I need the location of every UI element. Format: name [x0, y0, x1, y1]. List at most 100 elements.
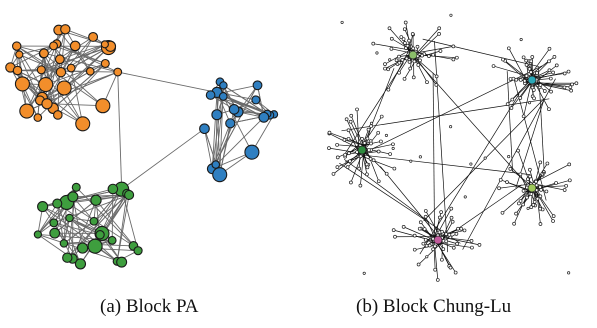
- graph-node: [397, 54, 401, 59]
- graph-node: [574, 81, 579, 86]
- graph-edge: [523, 82, 532, 117]
- graph-edge: [512, 83, 530, 100]
- graph-edge: [121, 189, 139, 251]
- graph-node: [399, 35, 404, 39]
- graph-node: [569, 88, 573, 93]
- graph-node: [524, 58, 529, 63]
- graph-edge: [215, 96, 224, 165]
- graph-node: [107, 235, 117, 245]
- graph-edge: [26, 43, 58, 112]
- graph-node: [360, 137, 364, 141]
- graph-node: [392, 166, 397, 171]
- graph-edge-inter-community: [380, 166, 442, 241]
- graph-node: [453, 270, 458, 275]
- graph-isolated-node: [567, 271, 571, 275]
- graph-node: [349, 113, 354, 118]
- graph-node: [505, 102, 510, 107]
- graph-node: [342, 138, 347, 142]
- graph-node: [386, 87, 391, 92]
- graph-node: [365, 165, 370, 170]
- graph-edge: [348, 130, 360, 155]
- graph-node: [566, 69, 571, 74]
- graph-node: [509, 106, 514, 110]
- graph-node: [85, 67, 95, 76]
- graph-node: [535, 196, 540, 201]
- graph-node: [425, 80, 429, 85]
- graph-node: [376, 179, 381, 184]
- graph-node: [205, 90, 216, 100]
- block-pa-network-graph: [5, 24, 279, 270]
- graph-node: [49, 218, 59, 228]
- graph-node: [403, 41, 407, 45]
- graph-node: [56, 80, 72, 96]
- graph-node: [562, 85, 567, 90]
- graph-edge: [366, 132, 379, 148]
- caption-block-pa: (a) Block PA: [100, 296, 199, 317]
- graph-node: [516, 148, 520, 153]
- graph-edge: [420, 222, 435, 240]
- graph-node: [369, 141, 373, 146]
- graph-node: [547, 107, 551, 112]
- graph-node: [564, 183, 568, 188]
- graph-node: [389, 46, 394, 51]
- graph-isolated-node: [370, 121, 374, 125]
- graph-node: [376, 130, 381, 135]
- graph-node: [258, 111, 270, 123]
- graph-node: [418, 220, 423, 225]
- graph-node: [335, 165, 340, 169]
- graph-node: [459, 226, 464, 231]
- graph-node: [383, 62, 387, 66]
- graph-node: [547, 59, 551, 64]
- graph-node: [538, 194, 543, 199]
- graph-node: [69, 40, 81, 52]
- graph-node: [491, 64, 496, 68]
- graph-edge: [22, 43, 58, 85]
- graph-node: [544, 189, 549, 194]
- graph-node: [521, 114, 526, 119]
- graph-node: [500, 210, 505, 215]
- graph-node: [212, 167, 228, 183]
- graph-node: [454, 231, 459, 236]
- graph-edge: [63, 220, 95, 244]
- graph-node: [437, 215, 442, 220]
- graph-node: [74, 258, 87, 270]
- graph-isolated-node: [418, 155, 422, 159]
- graph-edge: [418, 242, 443, 265]
- graph-node: [95, 98, 111, 114]
- graph-edge: [508, 48, 529, 85]
- graph-node: [49, 227, 61, 239]
- graph-node: [358, 154, 363, 159]
- graph-node: [532, 96, 536, 101]
- graph-edge: [19, 45, 54, 55]
- graph-edge: [37, 203, 58, 235]
- graph-node: [88, 31, 99, 42]
- graph-node: [521, 55, 526, 60]
- graph-node: [547, 68, 552, 73]
- graph-edge-inter-community: [344, 65, 543, 163]
- graph-edge: [43, 52, 104, 107]
- graph-hub-node: [527, 75, 537, 85]
- graph-edge: [437, 235, 480, 246]
- graph-node: [529, 70, 533, 75]
- graph-node: [41, 98, 53, 110]
- graph-node: [408, 66, 413, 71]
- graph-edge: [59, 43, 106, 60]
- graph-node: [510, 97, 515, 102]
- graph-edge-inter-community: [117, 72, 123, 190]
- graph-node: [448, 265, 453, 270]
- graph-node: [444, 232, 449, 236]
- graph-node: [343, 152, 347, 157]
- graph-edge: [56, 203, 81, 265]
- graph-node: [358, 183, 363, 188]
- graph-node: [434, 74, 439, 79]
- graph-node: [59, 239, 69, 248]
- graph-edge: [75, 187, 134, 247]
- graph-edge: [72, 200, 97, 259]
- graph-node: [75, 116, 91, 132]
- block-chung-lu-network-graph: [327, 13, 579, 282]
- graph-edge: [16, 45, 62, 73]
- graph-node: [545, 161, 550, 166]
- graph-edge: [441, 217, 452, 240]
- graph-node: [36, 65, 46, 75]
